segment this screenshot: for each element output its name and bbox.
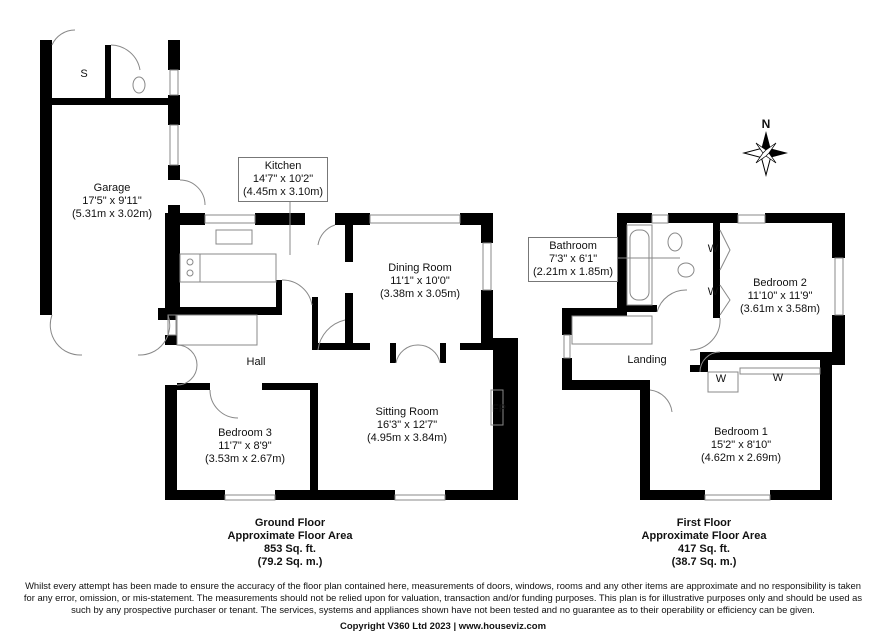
- wardrobe-label: W: [707, 243, 719, 255]
- dining-room-label: Dining Room 11'1" x 10'0" (3.38m x 3.05m…: [380, 262, 460, 301]
- bedroom-3-label: Bedroom 3 11'7" x 8'9" (3.53m x 2.67m): [205, 427, 285, 466]
- room-imperial: 15'2" x 8'10": [710, 439, 772, 451]
- ground-floor-caption: Ground Floor Approximate Floor Area 853 …: [228, 517, 353, 569]
- room-metric: (3.38m x 3.05m): [379, 288, 461, 300]
- room-imperial: 16'3" x 12'7": [376, 419, 438, 431]
- storage-label: S: [80, 68, 88, 80]
- floor-area-sqft: 853 Sq. ft.: [264, 543, 316, 555]
- disclaimer-text: Whilst every attempt has been made to en…: [23, 580, 863, 615]
- bedroom-1-label: Bedroom 1 15'2" x 8'10" (4.62m x 2.69m): [701, 426, 781, 465]
- ground-floor-walls: [40, 40, 518, 500]
- room-metric: (2.21m x 1.85m): [533, 266, 614, 278]
- room-metric: (4.45m x 3.10m): [243, 186, 324, 198]
- room-imperial: 14'7" x 10'2": [252, 173, 314, 185]
- room-metric: (4.95m x 3.84m): [366, 432, 448, 444]
- wardrobe-label: W: [707, 286, 719, 298]
- bedroom-2-label: Bedroom 2 11'10" x 11'9" (3.61m x 3.58m): [740, 277, 820, 316]
- compass-north-label: N: [761, 117, 771, 131]
- room-imperial: 17'5" x 9'11": [82, 195, 142, 207]
- room-name: Bedroom 3: [218, 427, 272, 439]
- room-name: Bedroom 2: [753, 277, 807, 289]
- floor-area-sqm: (38.7 Sq. m.): [671, 556, 737, 568]
- room-imperial: 11'1" x 10'0": [390, 275, 450, 287]
- floor-subtitle: Approximate Floor Area: [227, 530, 353, 542]
- hall-label: Hall: [246, 356, 266, 368]
- room-metric: (3.61m x 3.58m): [739, 303, 821, 315]
- first-floor-fixtures: [289, 200, 844, 501]
- room-name: Kitchen: [264, 160, 302, 172]
- garage-label: Garage 17'5" x 9'11" (5.31m x 3.02m): [72, 182, 152, 221]
- wardrobe-label: W: [772, 372, 784, 384]
- first-floor-walls: [562, 213, 845, 500]
- ground-floor-fixtures: [49, 29, 504, 501]
- room-imperial: 11'7" x 8'9": [218, 440, 272, 452]
- room-metric: (4.62m x 2.69m): [700, 452, 782, 464]
- compass-icon: [742, 131, 788, 177]
- room-metric: (5.31m x 3.02m): [71, 208, 153, 220]
- first-floor-caption: First Floor Approximate Floor Area 417 S…: [642, 517, 767, 569]
- kitchen-label: Kitchen 14'7" x 10'2" (4.45m x 3.10m): [238, 157, 329, 202]
- floor-title: First Floor: [676, 517, 732, 529]
- floor-title: Ground Floor: [254, 517, 326, 529]
- room-imperial: 11'10" x 11'9": [747, 290, 813, 302]
- room-name: Bathroom: [549, 240, 597, 252]
- room-name: Garage: [93, 182, 131, 194]
- sitting-room-label: Sitting Room 16'3" x 12'7" (4.95m x 3.84…: [367, 406, 447, 445]
- floor-subtitle: Approximate Floor Area: [641, 530, 767, 542]
- room-name: Sitting Room: [375, 406, 439, 418]
- fireplace-label: FP: [491, 403, 507, 415]
- wardrobe-label: W: [715, 373, 727, 385]
- room-metric: (3.53m x 2.67m): [204, 453, 286, 465]
- bathroom-label: Bathroom 7'3" x 6'1" (2.21m x 1.85m): [528, 237, 619, 282]
- landing-label: Landing: [627, 354, 667, 366]
- room-name: Dining Room: [388, 262, 452, 274]
- copyright-text: Copyright V360 Ltd 2023 | www.houseviz.c…: [339, 621, 547, 632]
- floor-area-sqm: (79.2 Sq. m.): [257, 556, 323, 568]
- room-name: Bedroom 1: [714, 426, 768, 438]
- room-imperial: 7'3" x 6'1": [549, 253, 598, 265]
- floor-area-sqft: 417 Sq. ft.: [678, 543, 730, 555]
